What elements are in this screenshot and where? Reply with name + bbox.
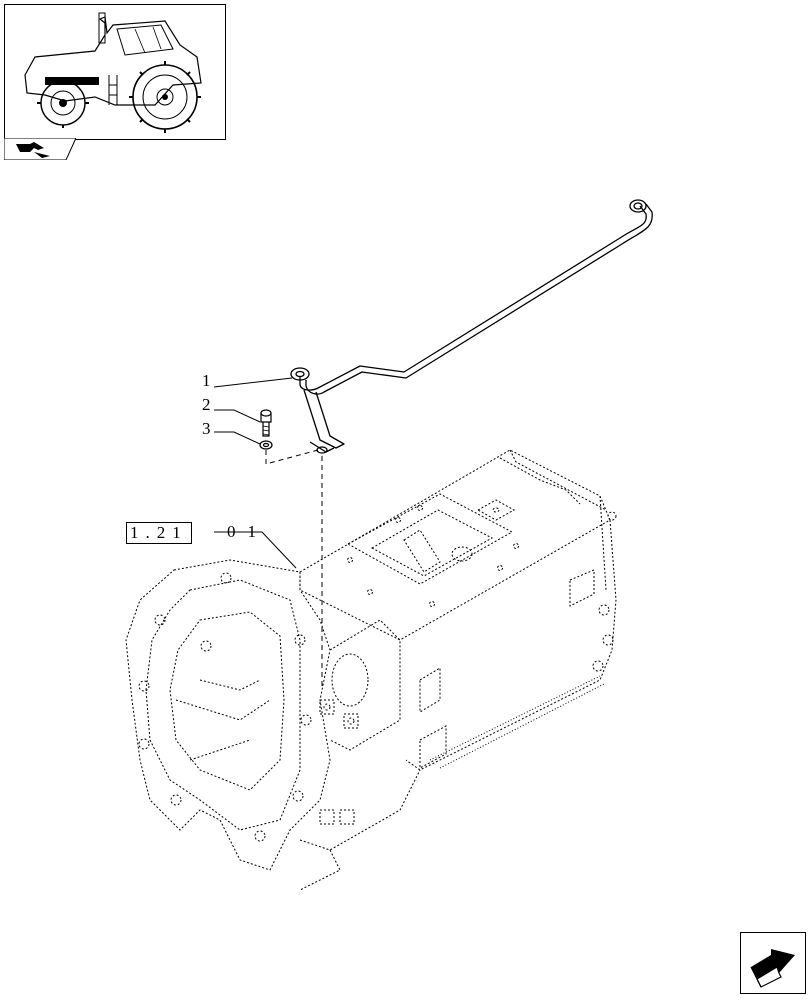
assembly-dash-lines <box>265 449 323 690</box>
callout-2: 2 <box>202 395 211 414</box>
callout-1: 1 <box>202 371 211 390</box>
hydraulic-pipe <box>290 199 653 454</box>
tractor-thumbnail-icon <box>24 12 202 133</box>
section-tab <box>4 138 76 160</box>
reference-code-box[interactable]: 1.21 <box>126 522 192 544</box>
bolt <box>260 409 272 437</box>
next-page-arrow-icon <box>750 949 795 988</box>
leader-lines <box>213 377 297 569</box>
callout-3: 3 <box>202 419 211 438</box>
washer <box>259 440 273 450</box>
tractor-thumbnail <box>4 4 226 140</box>
next-page-button[interactable] <box>740 932 806 994</box>
section-tab-icon <box>4 138 76 160</box>
reference-code-suffix: 01 <box>227 522 268 541</box>
transmission-housing <box>125 449 617 891</box>
